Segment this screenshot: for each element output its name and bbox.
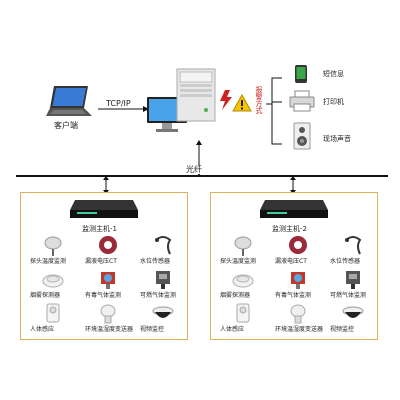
output-label-printer: 打印机 xyxy=(323,98,344,106)
sensor-label: 探头温度监测 xyxy=(30,258,67,265)
warning-icon xyxy=(232,94,252,112)
current-transformer-icon xyxy=(289,236,307,254)
sensor-label: 探头温度监测 xyxy=(220,258,257,265)
temperature-probe-icon xyxy=(234,236,252,256)
motion-sensor-icon xyxy=(46,303,60,323)
sensor-label: 烟雾探测器 xyxy=(30,292,61,299)
sensor-label: 人体感应 xyxy=(220,326,245,333)
server-icon xyxy=(176,68,216,122)
sensor-label: 可燃气体监测 xyxy=(330,292,367,299)
output-bracket xyxy=(266,77,282,145)
sensor-label: 可燃气体监测 xyxy=(140,292,177,299)
dome-camera-icon xyxy=(152,306,174,318)
dome-camera-icon xyxy=(342,306,364,318)
combustible-gas-detector-icon xyxy=(346,271,360,289)
water-level-sensor-icon xyxy=(155,236,172,255)
speaker-icon xyxy=(293,122,311,150)
connection-arrow xyxy=(98,106,149,112)
bus-label: 光纤 xyxy=(184,165,204,174)
sensor-label: 视频监控 xyxy=(330,326,355,333)
host-title: 监测主机-2 xyxy=(272,225,307,233)
client-label: 客户端 xyxy=(54,121,78,130)
sensor-label: 有毒气体监测 xyxy=(275,292,312,299)
phone-icon xyxy=(295,65,307,83)
sensor-label: 水位传感器 xyxy=(140,258,171,265)
water-level-sensor-icon xyxy=(345,236,362,255)
smoke-detector-icon xyxy=(42,274,64,288)
sensor-label: 环境温湿度变送器 xyxy=(275,326,324,333)
sensor-label: 人体感应 xyxy=(30,326,55,333)
toxic-gas-detector-icon xyxy=(101,272,115,289)
sensor-label: 有毒气体监测 xyxy=(85,292,122,299)
humidity-transmitter-icon xyxy=(290,304,306,324)
output-label-speaker: 现场声音 xyxy=(323,135,351,143)
sensor-label: 水位传感器 xyxy=(330,258,361,265)
monitoring-host-device-icon xyxy=(70,200,138,218)
smoke-detector-icon xyxy=(232,274,254,288)
sensor-label: 环境温湿度变送器 xyxy=(85,326,134,333)
lightning-icon xyxy=(220,90,232,110)
host-title: 监测主机-1 xyxy=(82,225,117,233)
combustible-gas-detector-icon xyxy=(156,271,170,289)
sensor-label: 漏液电压CT xyxy=(275,258,307,265)
fiber-bus-line xyxy=(16,175,388,177)
printer-icon xyxy=(289,90,315,112)
alarm-label: 报警方式 xyxy=(255,86,263,114)
current-transformer-icon xyxy=(99,236,117,254)
sensor-label: 漏液电压CT xyxy=(85,258,117,265)
protocol-label: TCP/IP xyxy=(106,99,131,108)
monitoring-host-device-icon xyxy=(260,200,328,218)
sensor-label: 视频监控 xyxy=(140,326,165,333)
temperature-probe-icon xyxy=(44,236,62,256)
output-label-sms: 短信息 xyxy=(323,70,344,78)
humidity-transmitter-icon xyxy=(100,304,116,324)
motion-sensor-icon xyxy=(236,303,250,323)
sensor-label: 烟雾探测器 xyxy=(220,292,251,299)
laptop-icon xyxy=(46,86,92,116)
toxic-gas-detector-icon xyxy=(291,272,305,289)
